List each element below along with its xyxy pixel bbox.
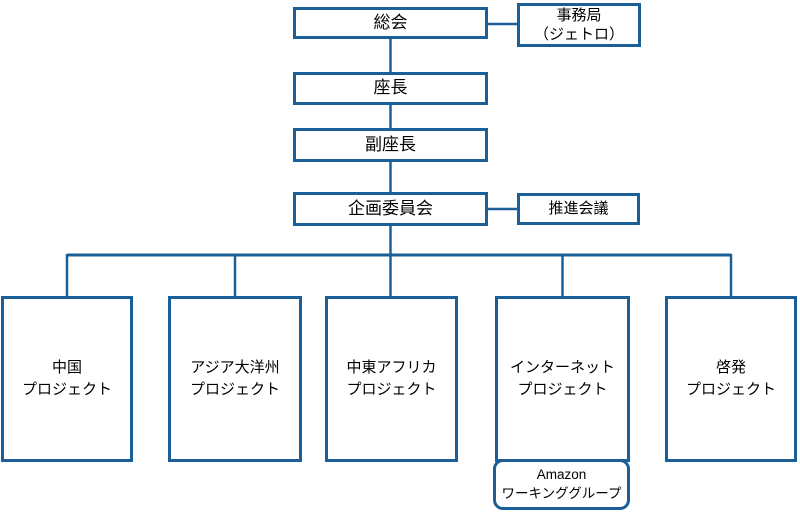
node-asia-oceania-project: アジア大洋州 プロジェクト <box>168 296 302 462</box>
node-amazon-working-group: Amazon ワーキンググループ <box>493 459 630 510</box>
node-promotion-council: 推進会議 <box>517 193 640 225</box>
node-general-assembly: 総会 <box>293 7 488 39</box>
node-planning-committee: 企画委員会 <box>293 192 488 226</box>
node-awareness-project: 啓発 プロジェクト <box>665 296 797 462</box>
node-internet-project: インターネット プロジェクト <box>495 296 630 462</box>
node-china-project: 中国 プロジェクト <box>1 296 133 462</box>
node-middle-east-africa-project: 中東アフリカ プロジェクト <box>325 296 458 462</box>
node-chair: 座長 <box>293 72 488 105</box>
node-secretariat-jetro: 事務局 （ジェトロ） <box>517 3 641 47</box>
node-vice-chair: 副座長 <box>293 128 488 162</box>
